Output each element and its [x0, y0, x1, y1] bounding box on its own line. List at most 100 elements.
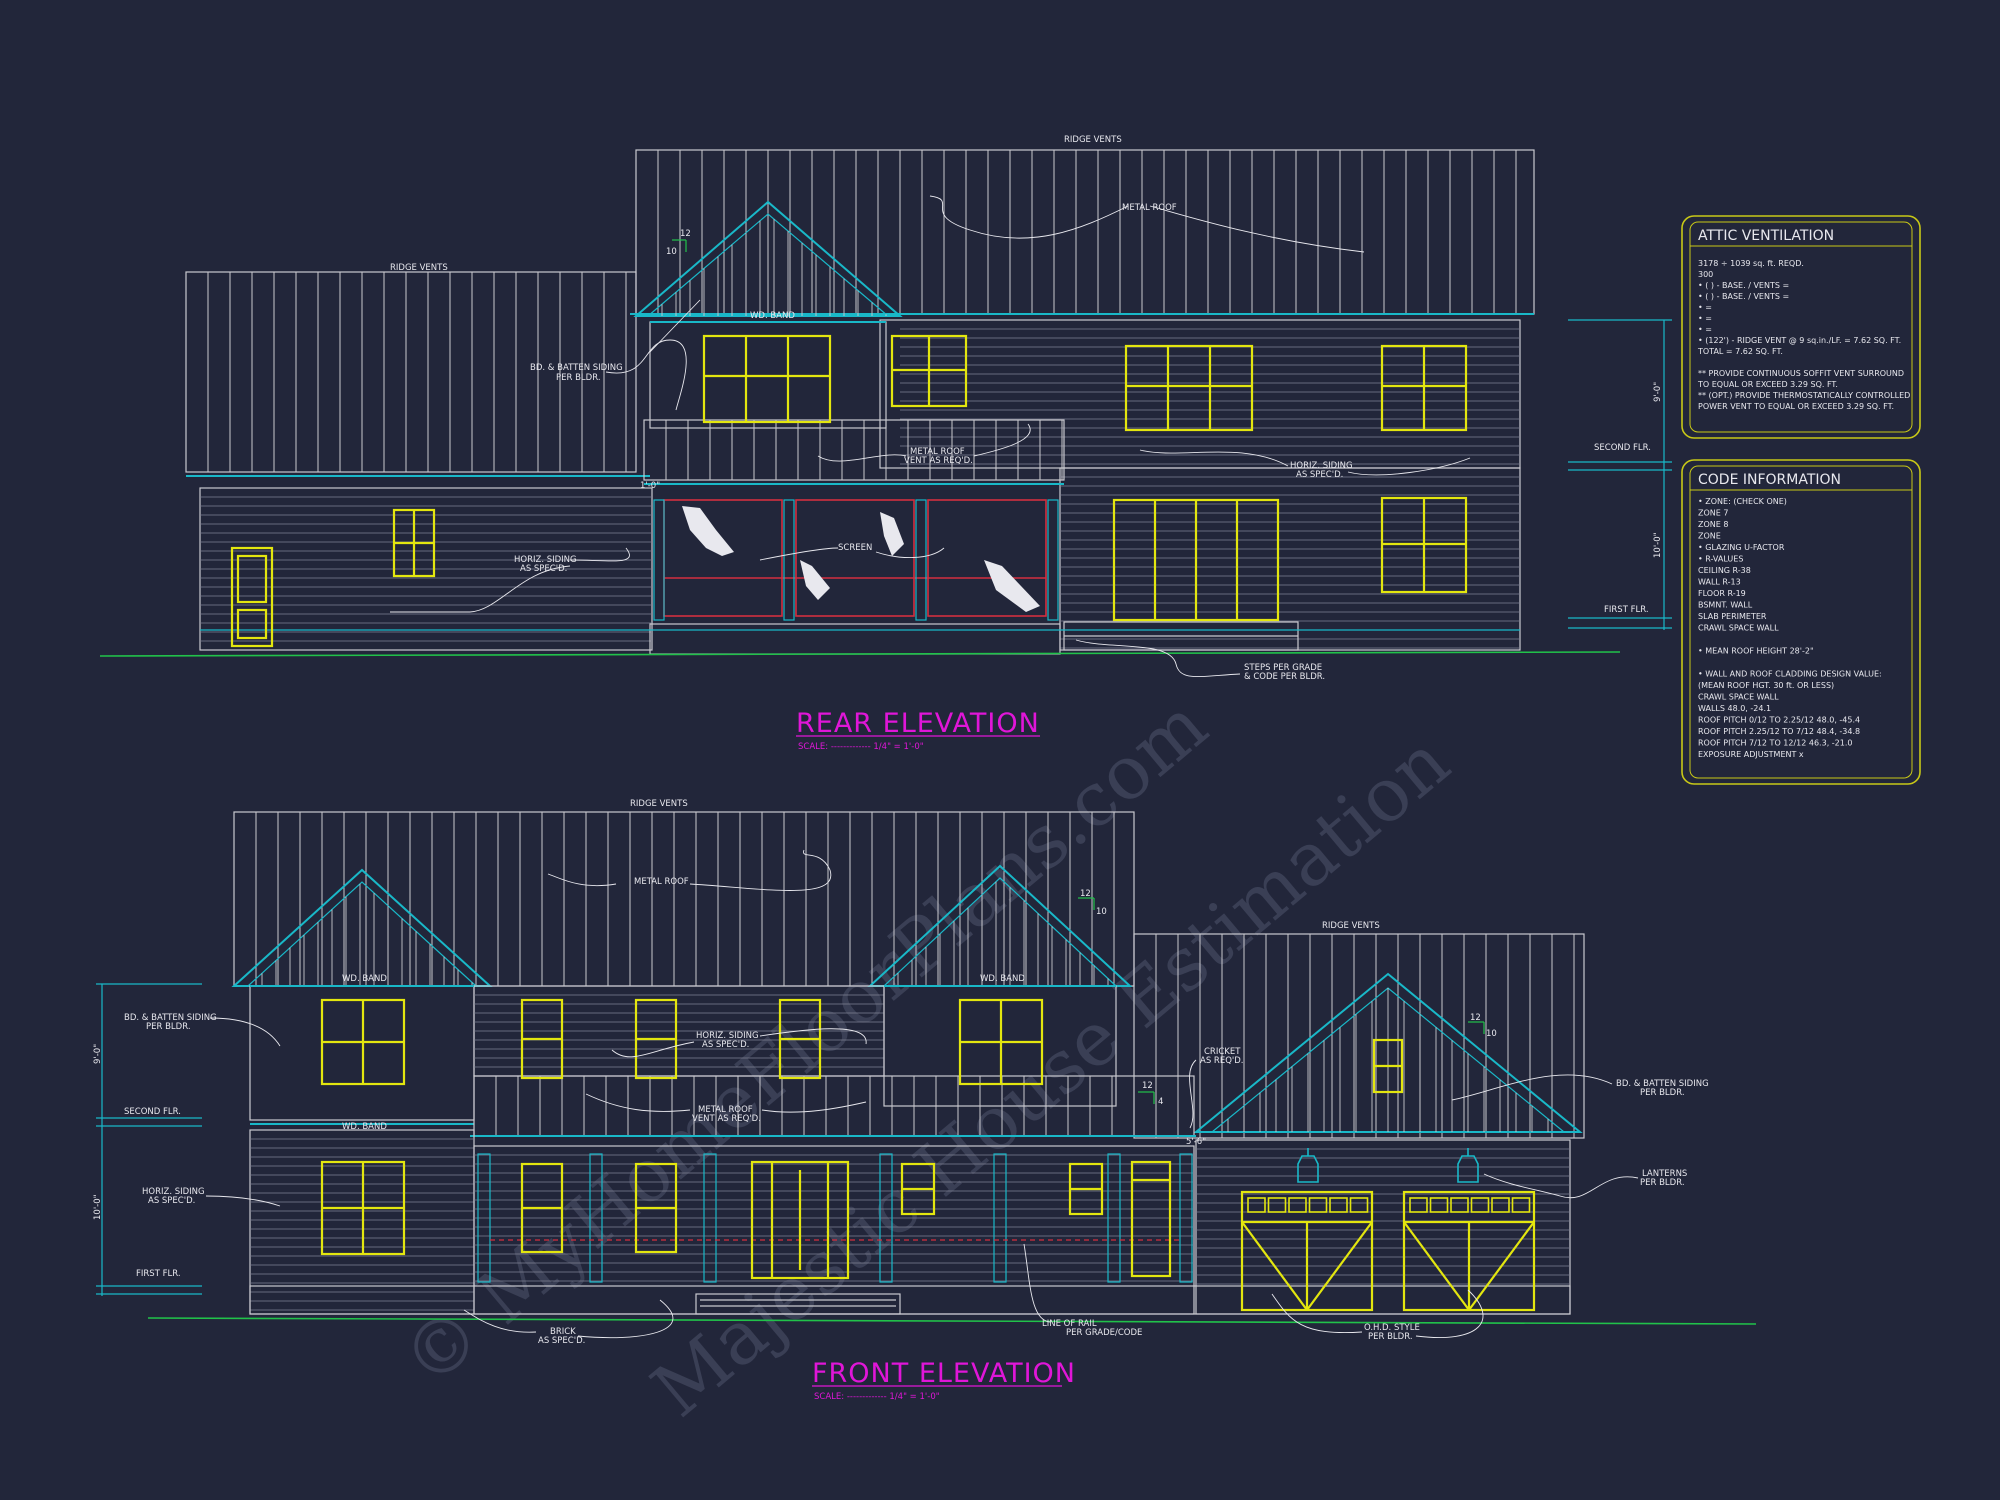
front-main-roof-seams: [255, 812, 1115, 986]
rear-gable-battens: [661, 219, 887, 316]
front-foundation: [249, 1285, 1571, 1315]
front-second-flr: SECOND FLR.: [124, 1107, 181, 1117]
code-line: • MEAN ROOF HEIGHT 28'-2": [1698, 647, 1814, 656]
front-horiz-left-1: HORIZ. SIDING: [142, 1187, 205, 1197]
screen-panel-1: [663, 499, 783, 617]
attic-ventilation-box: ATTIC VENTILATION 3178 ÷ 1039 sq. ft. RE…: [1681, 215, 1921, 439]
front-wd-band-1: WD. BAND: [342, 974, 387, 984]
rear-dim-upper: 9'-0": [1653, 382, 1663, 402]
rear-porch-roof-seams: [665, 420, 1063, 480]
garage-door-pane: [1511, 1197, 1531, 1213]
front-post: [477, 1153, 491, 1283]
front-rail-2: PER GRADE/CODE: [1066, 1328, 1142, 1338]
leader-ohd: [1271, 1293, 1363, 1334]
code-line: ROOF PITCH 7/12 TO 12/12 46.3, -21.0: [1698, 739, 1852, 748]
front-horiz-mid-1: HORIZ. SIDING: [696, 1031, 759, 1041]
code-line: CRAWL SPACE WALL: [1698, 624, 1779, 633]
leader-ohd-2: [1415, 1289, 1484, 1338]
leader-horiz-mid: [611, 1041, 695, 1058]
front-lanterns: [1297, 1148, 1479, 1183]
rear-main-roof-seams: [657, 150, 1517, 314]
rear-gable-outline: [633, 200, 903, 317]
leader-bb-left: [209, 1017, 281, 1047]
front-dim-upper: 9'-0": [93, 1044, 103, 1064]
leader-metal-vent: [817, 454, 907, 462]
leader-bb-right: [1451, 1074, 1613, 1101]
rear-window-upper-triple: [1124, 344, 1254, 432]
rear-dim-lower: 10'-0": [1653, 532, 1663, 558]
screen-highlight-4: [984, 560, 1040, 612]
attic-line: • (122') - RIDGE VENT @ 9 sq.in./LF. = 7…: [1698, 336, 1901, 345]
rear-pitch-12: 12: [680, 229, 691, 239]
screen-panel-3: [927, 499, 1047, 617]
leader-horiz-left: [390, 565, 571, 613]
leader-horiz-right-2: [1347, 457, 1471, 476]
rear-metal-roof: METAL ROOF: [1122, 203, 1177, 213]
garage-door-glass: [1247, 1197, 1531, 1213]
code-line: ZONE: [1698, 532, 1721, 541]
front-lanterns-1: LANTERNS: [1642, 1169, 1687, 1179]
front-pitch-4: 4: [1158, 1097, 1163, 1107]
garage-door-pane: [1470, 1197, 1490, 1213]
garage-door-pane: [1409, 1197, 1428, 1213]
front-post: [1107, 1153, 1121, 1283]
lantern-left-icon: [1297, 1148, 1319, 1183]
rear-side-door-lite: [236, 554, 268, 604]
rear-ridge-main: RIDGE VENTS: [1064, 135, 1122, 145]
front-wd-band-3: WD. BAND: [342, 1122, 387, 1132]
front-wd-band-2: WD. BAND: [980, 974, 1025, 984]
front-garage-gable-battens: [1227, 988, 1549, 1132]
rear-elevation: [99, 149, 1672, 678]
front-porch-posts: [477, 1153, 1193, 1283]
front-left-gable: [231, 868, 493, 987]
leader-rail: [1023, 1243, 1051, 1323]
front-garage-wall: [1195, 1139, 1571, 1315]
front-garage-roof: [1133, 933, 1585, 1139]
front-bb-right-1: BD. & BATTEN SIDING: [1616, 1079, 1709, 1089]
code-box-inner: [1689, 465, 1913, 779]
front-metal-vent-1: METAL ROOF: [698, 1105, 753, 1115]
attic-line: ** (OPT.) PROVIDE THERMOSTATICALLY CONTR…: [1698, 391, 1910, 400]
rear-horiz-right-2: AS SPEC'D.: [1296, 470, 1343, 480]
front-elevation: [96, 811, 1757, 1339]
code-line: ROOF PITCH 2.25/12 TO 7/12 48.4, -34.8: [1698, 727, 1860, 736]
rear-pitch-marker: [672, 239, 687, 252]
front-ground-line: [147, 1317, 1757, 1325]
front-garage-siding: [1196, 1148, 1570, 1285]
leader-screen-2: [875, 547, 945, 559]
rear-small-dim: 1'-0": [640, 481, 660, 491]
code-line: • WALL AND ROOF CLADDING DESIGN VALUE:: [1698, 670, 1882, 679]
porch-foundation: [649, 623, 1061, 655]
rear-bb-siding-1: BD. & BATTEN SIDING: [530, 363, 623, 373]
rear-left-roof-seams: [207, 272, 627, 472]
attic-line: TOTAL = 7.62 SQ. FT.: [1697, 347, 1783, 356]
front-side-door: [1130, 1160, 1172, 1278]
attic-line: • =: [1698, 303, 1712, 312]
attic-line: • =: [1698, 314, 1712, 323]
rear-side-door: [230, 546, 274, 648]
front-post: [703, 1153, 717, 1283]
front-ridge-main: RIDGE VENTS: [630, 799, 688, 809]
code-line: EXPOSURE ADJUSTMENT x: [1698, 750, 1804, 759]
leader-horiz-left: [205, 1195, 281, 1207]
front-porch-roof-seams: [495, 1076, 1179, 1136]
garage-door-pane: [1491, 1197, 1510, 1213]
code-line: WALL R-13: [1698, 578, 1741, 587]
attic-box-outer: [1681, 215, 1921, 439]
rear-horiz-right-1: HORIZ. SIDING: [1290, 461, 1353, 471]
code-line: (MEAN ROOF HGT. 30 ft. OR LESS): [1698, 681, 1834, 690]
attic-box-lines: 3178 ÷ 1039 sq. ft. REQD.300• ( ) - BASE…: [1697, 259, 1910, 411]
attic-line: TO EQUAL OR EXCEED 3.29 SQ. FT.: [1697, 380, 1838, 389]
garage-door-brace: [1403, 1221, 1535, 1311]
rear-bb-siding-2: PER BLDR.: [556, 373, 601, 383]
rear-window-gable-triple: [702, 334, 832, 424]
code-box-lines: • ZONE: (CHECK ONE) ZONE 7 ZONE 8 ZONE• …: [1698, 497, 1882, 759]
front-ohd-1: O.H.D. STYLE: [1364, 1323, 1420, 1333]
rear-horiz-left-2: AS SPEC'D.: [520, 564, 567, 574]
rear-elevation-title: REAR ELEVATION: [796, 708, 1040, 739]
front-post: [993, 1153, 1007, 1283]
front-first-flr: FIRST FLR.: [136, 1269, 181, 1279]
rear-ridge-left: RIDGE VENTS: [390, 263, 448, 273]
front-post: [589, 1153, 603, 1283]
